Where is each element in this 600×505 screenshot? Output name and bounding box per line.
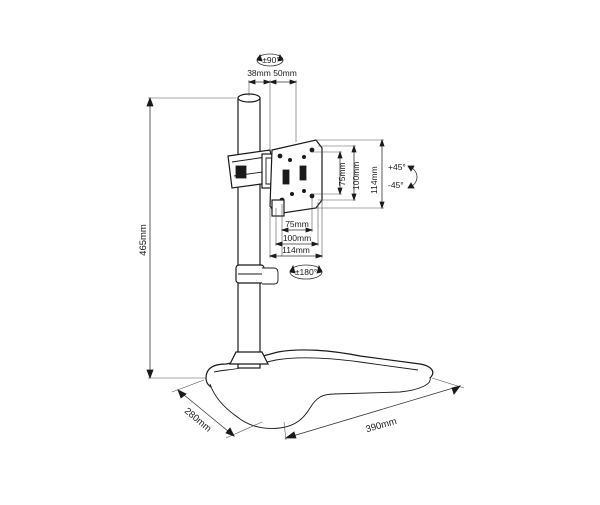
swivel-indicator: ±90° [256,53,284,67]
tilt-up-label: +45° [388,162,406,172]
vesa-vertical-dimensions: 75mm 100mm 114mm [312,138,385,210]
arm-offset-right-label: 50mm [273,68,297,78]
arm-offset-left-label: 38mm [247,68,271,78]
tilt-indicator: +45° -45° [388,162,418,190]
height-dimension: 465mm [138,96,236,380]
cable-clip [235,264,279,285]
vesa-v-75-label: 75mm [337,162,347,186]
rotate-label: ±180° [295,267,317,277]
vesa-horizontal-dimensions: 75mm 100mm 114mm [268,198,324,259]
vesa-h-75-label: 75mm [285,219,309,229]
rotate-indicator: ±180° [289,264,323,280]
stand-pole [229,93,269,369]
swivel-label: ±90° [262,55,280,65]
vesa-v-114-label: 114mm [369,166,379,194]
tilt-down-label: -45° [388,180,404,190]
base-width-label: 390mm [365,416,399,435]
vesa-v-100-label: 100mm [351,162,361,190]
monitor-arm-head [227,139,323,217]
height-label: 465mm [138,224,149,256]
vesa-h-100-label: 100mm [283,233,311,243]
vesa-h-114-label: 114mm [282,245,310,255]
arm-offset-dimension: 38mm 50mm [247,68,298,150]
base-depth-label: 280mm [182,406,213,435]
stand-base [205,349,434,429]
